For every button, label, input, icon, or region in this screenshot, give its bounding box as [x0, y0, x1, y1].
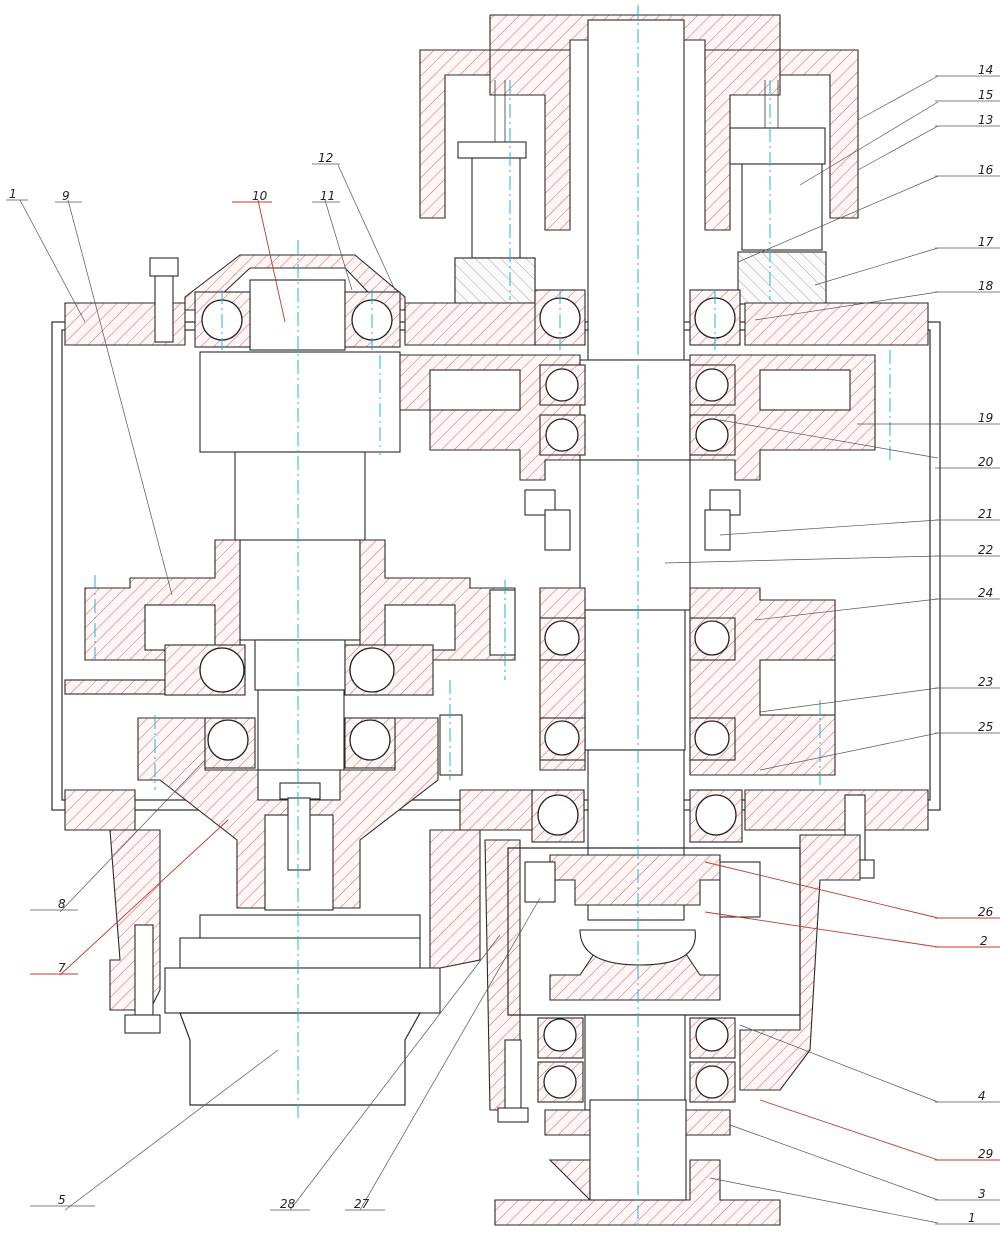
callout-24-label: 24 [978, 586, 993, 600]
lower-right-housing [484, 834, 861, 1226]
callout-5-label: 5 [58, 1193, 66, 1207]
callout-16: 16 [935, 163, 1000, 177]
callout-14: 14 [935, 63, 1000, 77]
callout-5: 5 [30, 1193, 95, 1207]
callout-19-label: 19 [978, 411, 993, 425]
callout-20: 20 [935, 455, 1000, 469]
callout-3: 3 [935, 1187, 1000, 1201]
callout-15-label: 15 [978, 88, 993, 102]
lower-output-gear [439, 587, 836, 776]
callout-25: 25 [935, 720, 1000, 734]
callout-2-label: 2 [980, 934, 988, 948]
callout-26: 26 [935, 905, 1000, 919]
callout-22: 22 [935, 543, 1000, 557]
callout-7-label: 7 [58, 961, 66, 975]
callout-9-label: 9 [62, 189, 70, 203]
callout-1: 1 [935, 1211, 1000, 1225]
callout-7: 7 [30, 961, 78, 975]
shaft-coupling [524, 489, 741, 551]
callout-23: 23 [935, 675, 1000, 689]
callout-26-label: 26 [978, 905, 994, 919]
top-cover [419, 14, 859, 231]
callout-19: 19 [935, 411, 1000, 425]
callout-13-label: 13 [978, 113, 993, 127]
callout-9: 9 [55, 189, 82, 203]
callout-29: 29 [935, 1147, 1000, 1161]
callout-13: 13 [935, 113, 1000, 127]
callout-1-label: 1 [968, 1211, 976, 1225]
callout-17-label: 17 [978, 235, 994, 249]
callout-20-label: 20 [978, 455, 994, 469]
callout-21-label: 21 [978, 507, 993, 521]
callout-10-label: 10 [252, 189, 268, 203]
callout-6-label: 1 [9, 187, 17, 201]
leader-lines [19, 75, 939, 1224]
callout-21: 21 [935, 507, 1000, 521]
callout-4: 4 [935, 1089, 1000, 1103]
callout-10: 10 [232, 189, 272, 203]
callout-23-label: 23 [978, 675, 993, 689]
top-bolt-left [454, 80, 536, 304]
callout-29-label: 29 [978, 1147, 993, 1161]
callout-28-label: 28 [280, 1197, 296, 1211]
callout-16-label: 16 [978, 163, 994, 177]
callout-3-label: 3 [978, 1187, 986, 1201]
left-shaft [199, 279, 401, 771]
central-shaft [577, 19, 691, 921]
planet-carrier [137, 717, 439, 911]
callout-11-label: 11 [320, 189, 335, 203]
callout-27-label: 27 [354, 1197, 370, 1211]
callout-27: 27 [345, 1197, 385, 1211]
lower-left-housing [109, 829, 481, 1106]
callout-15: 15 [935, 88, 1000, 102]
callout-12: 12 [312, 151, 340, 165]
callout-22-label: 22 [978, 543, 993, 557]
callout-2: 2 [935, 934, 1000, 948]
callout-4-label: 4 [978, 1089, 986, 1103]
callout-28: 28 [270, 1197, 310, 1211]
callout-11: 11 [312, 189, 340, 203]
callout-18: 18 [935, 279, 1000, 293]
left-mid-bearings [164, 644, 434, 696]
upper-output-gear [399, 354, 876, 481]
callout-17: 17 [935, 235, 1000, 249]
center-lines [94, 5, 891, 1228]
callout-14-label: 14 [978, 63, 993, 77]
lower-central-bearings [531, 789, 875, 879]
callout-25-label: 25 [978, 720, 993, 734]
callout-12-label: 12 [318, 151, 333, 165]
left-gear-hub [84, 539, 516, 661]
callout-24: 24 [935, 586, 1000, 600]
callout-18-label: 18 [978, 279, 994, 293]
callout-8: 8 [30, 897, 78, 911]
callout-6: 1 [6, 187, 28, 201]
callout-8-label: 8 [58, 897, 66, 911]
top-bolt-right [729, 80, 827, 305]
